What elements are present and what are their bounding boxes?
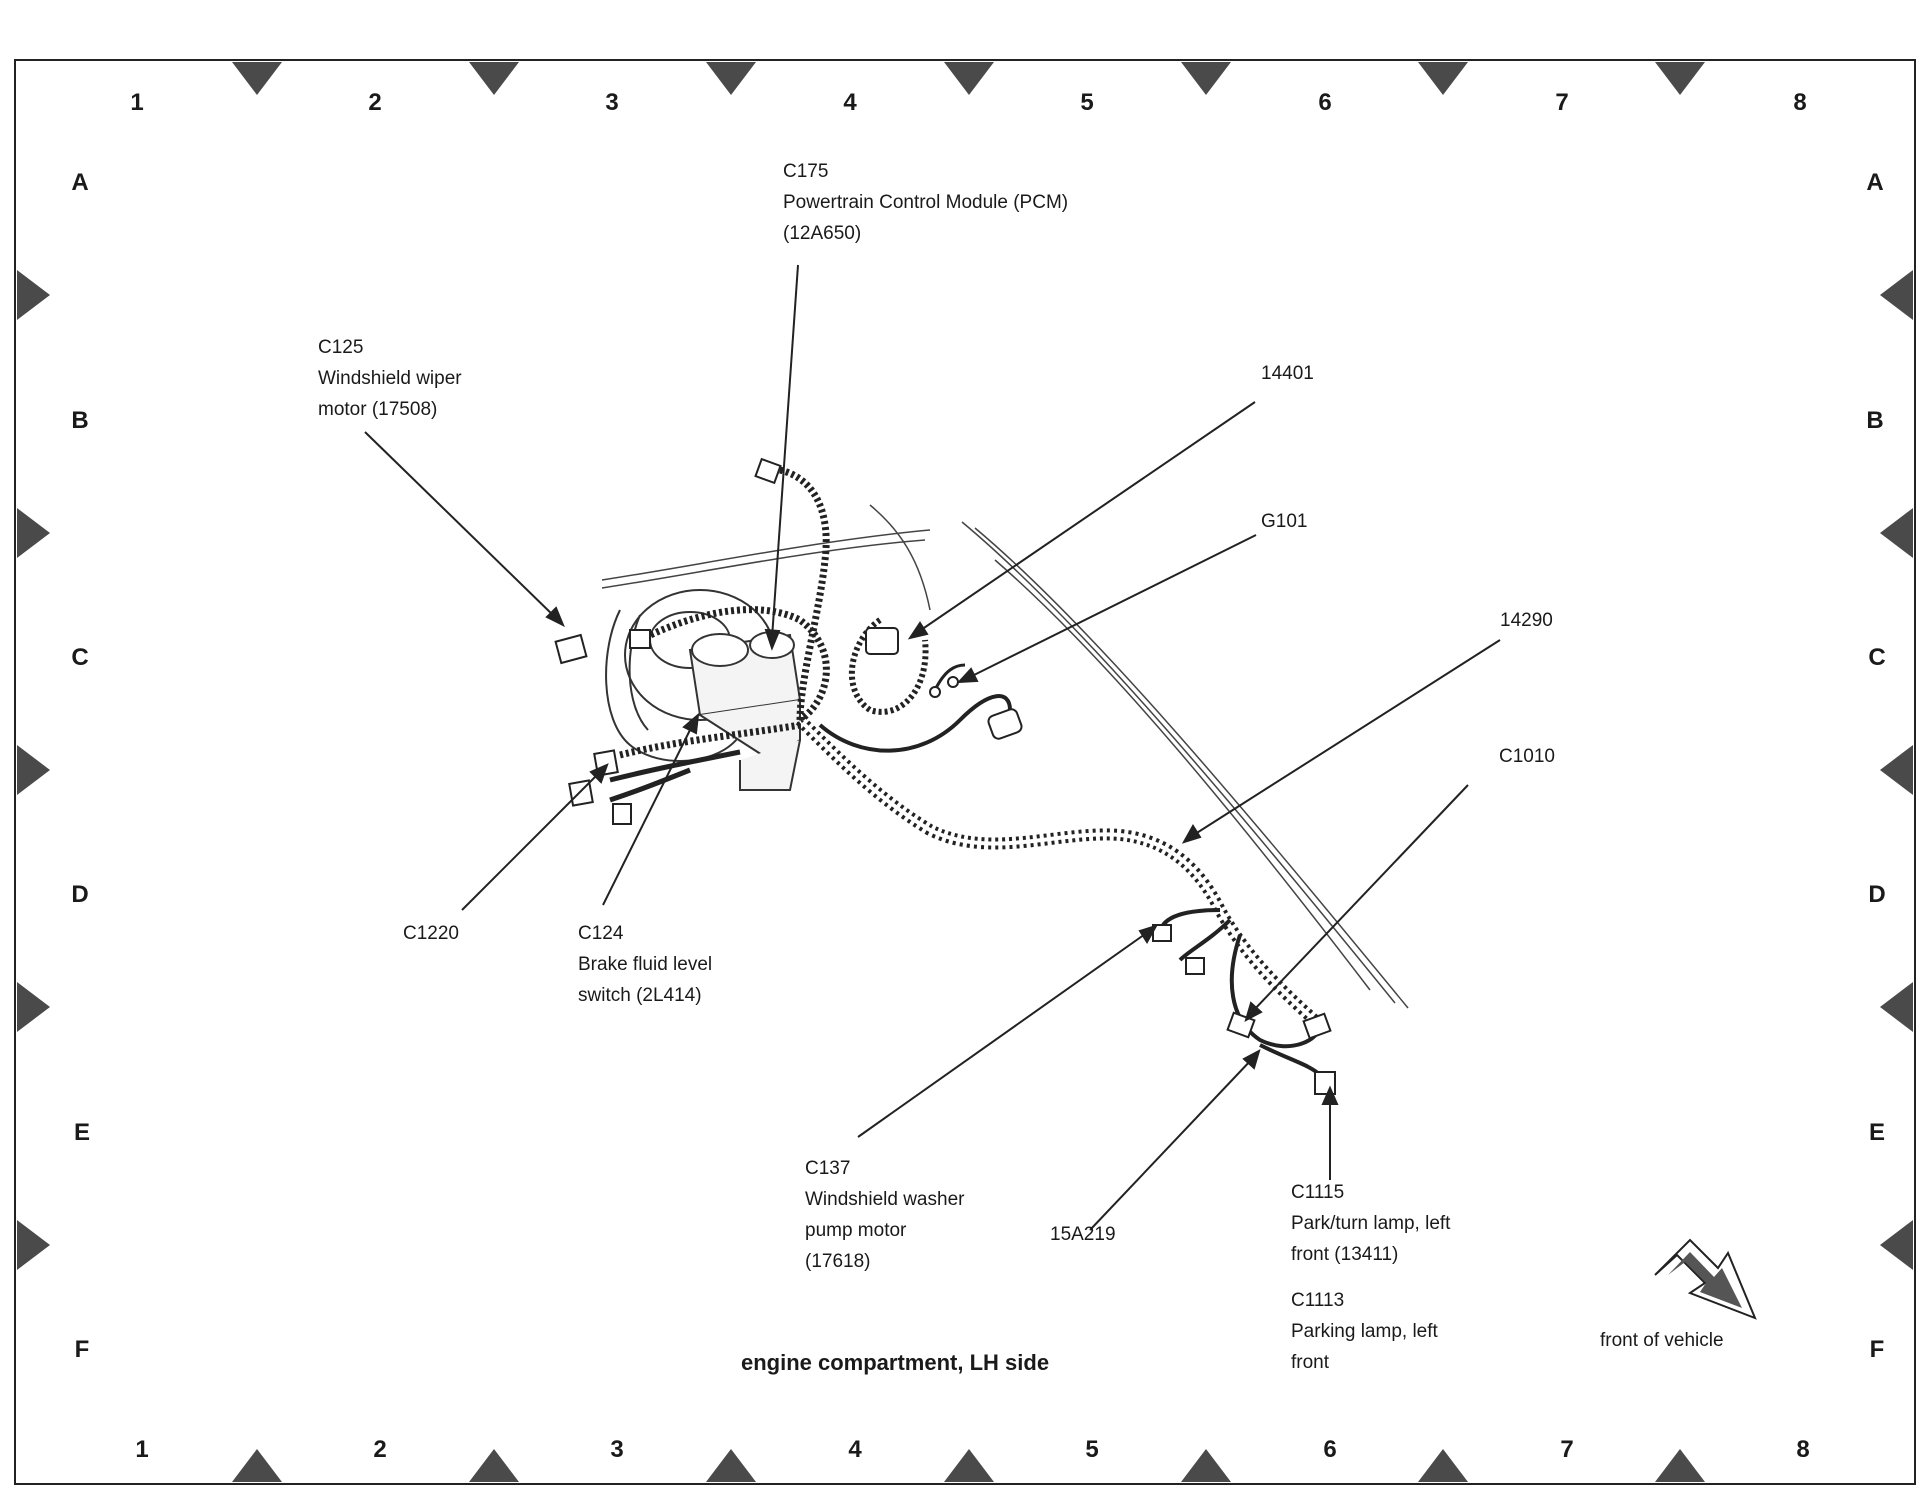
bottom-column-label-5: 5	[1085, 1436, 1099, 1463]
callout-c124-id: C124	[578, 923, 624, 944]
callout-c1115-id: C1115	[1291, 1182, 1345, 1203]
top-column-label-1: 1	[130, 89, 144, 116]
left-row-label-e: E	[73, 1119, 91, 1146]
left-row-label-f: F	[74, 1336, 90, 1363]
top-column-label-3: 3	[605, 89, 619, 116]
bottom-column-label-3: 3	[610, 1436, 624, 1463]
front-of-vehicle-arrow	[1654, 1238, 1757, 1320]
front-of-vehicle-label: front of vehicle	[1600, 1330, 1724, 1351]
left-row-label-a: A	[71, 169, 89, 196]
callout-c124-line2: switch (2L414)	[578, 985, 702, 1006]
callout-c1220-id: C1220	[403, 923, 459, 944]
right-row-label-f: F	[1869, 1336, 1885, 1363]
callout-g101: G101	[1261, 506, 1307, 537]
callout-c124: C124 Brake fluid level switch (2L414)	[578, 918, 712, 1011]
bottom-column-label-6: 6	[1323, 1436, 1337, 1463]
left-row-label-d: D	[71, 881, 89, 908]
callout-c1115: C1115 Park/turn lamp, left front (13411)	[1291, 1177, 1450, 1270]
callout-c125-id: C125	[318, 337, 364, 358]
callout-c137: C137 Windshield washer pump motor (17618…	[805, 1153, 964, 1277]
callout-c125-line2: motor (17508)	[318, 399, 438, 420]
right-row-label-b: B	[1866, 407, 1884, 434]
callout-15a219-id: 15A219	[1050, 1224, 1116, 1245]
callout-c137-id: C137	[805, 1158, 851, 1179]
top-column-label-4: 4	[843, 89, 857, 116]
callout-c175-line2: (12A650)	[783, 223, 862, 244]
right-grid-markers	[1880, 270, 1913, 1270]
top-column-label-6: 6	[1318, 89, 1332, 116]
callout-c1010: C1010	[1499, 741, 1555, 772]
callout-c1113-id: C1113	[1291, 1290, 1345, 1311]
top-column-label-8: 8	[1793, 89, 1807, 116]
callout-14290: 14290	[1500, 605, 1553, 636]
callout-c137-line1: Windshield washer	[805, 1189, 965, 1210]
right-row-label-c: C	[1868, 644, 1886, 671]
diagram-caption: engine compartment, LH side	[741, 1350, 1050, 1375]
callout-g101-id: G101	[1261, 511, 1308, 532]
bottom-column-label-1: 1	[135, 1436, 149, 1463]
diagram-frame	[14, 59, 1916, 1485]
fender-outline	[601, 504, 1409, 1009]
connectors	[554, 457, 1336, 1095]
bottom-column-label-2: 2	[373, 1436, 387, 1463]
callout-15a219: 15A219	[1050, 1219, 1116, 1250]
callout-c1010-id: C1010	[1499, 746, 1555, 767]
left-grid-markers	[17, 270, 50, 1270]
bottom-column-label-4: 4	[848, 1436, 862, 1463]
callout-c1113-line1: Parking lamp, left	[1291, 1321, 1438, 1342]
callout-c1115-line2: front (13411)	[1291, 1244, 1399, 1265]
callout-c175: C175 Powertrain Control Module (PCM) (12…	[783, 156, 1068, 249]
right-row-label-a: A	[1866, 169, 1884, 196]
callout-c137-line3: (17618)	[805, 1251, 871, 1272]
callout-c125-line1: Windshield wiper	[318, 368, 462, 389]
callout-14401: 14401	[1261, 358, 1314, 389]
right-row-label-d: D	[1868, 881, 1886, 908]
left-row-label-b: B	[71, 407, 89, 434]
callout-c125: C125 Windshield wiper motor (17508)	[318, 332, 462, 425]
top-grid-markers	[232, 62, 1705, 95]
right-row-label-e: E	[1868, 1119, 1886, 1146]
bottom-column-label-8: 8	[1796, 1436, 1810, 1463]
bottom-column-label-7: 7	[1560, 1436, 1574, 1463]
callout-c175-id: C175	[783, 161, 829, 182]
callout-c175-line1: Powertrain Control Module (PCM)	[783, 192, 1069, 213]
callout-14290-id: 14290	[1500, 610, 1553, 631]
leader-lines	[364, 264, 1501, 1231]
top-column-label-2: 2	[368, 89, 382, 116]
left-row-label-c: C	[71, 644, 89, 671]
callout-14401-id: 14401	[1261, 363, 1314, 384]
callout-c1113: C1113 Parking lamp, left front	[1291, 1285, 1438, 1378]
master-cylinder-reservoir	[688, 631, 802, 791]
top-column-label-7: 7	[1555, 89, 1569, 116]
callout-c137-line2: pump motor	[805, 1220, 907, 1241]
callout-c1115-line1: Park/turn lamp, left	[1291, 1213, 1451, 1234]
top-column-label-5: 5	[1080, 89, 1094, 116]
bottom-grid-markers	[232, 1449, 1705, 1482]
callout-c1220: C1220	[403, 918, 459, 949]
callout-c124-line1: Brake fluid level	[578, 954, 713, 975]
callout-c1113-line2: front	[1291, 1352, 1330, 1373]
